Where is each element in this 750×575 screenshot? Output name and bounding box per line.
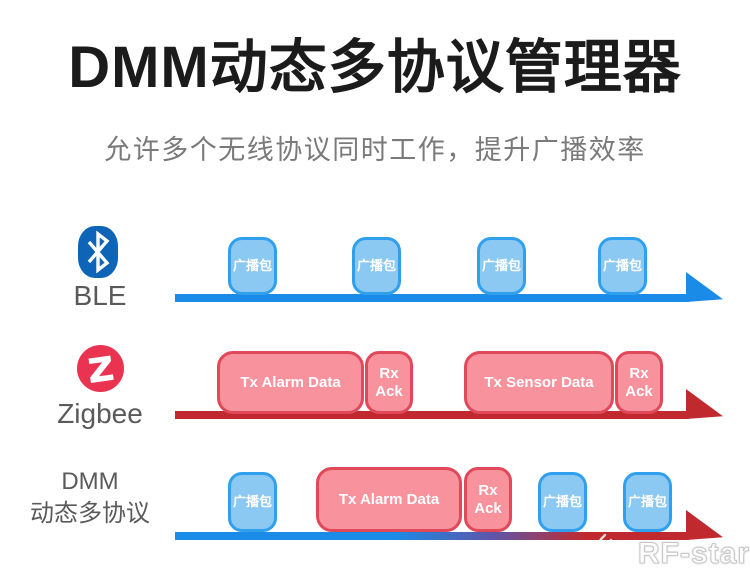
ble-packet: 广播包 — [228, 237, 277, 295]
zigbee-packet: Rx Ack — [365, 351, 413, 414]
ble-timeline-arrow-icon — [686, 272, 723, 302]
dmm-packet: 广播包 — [228, 472, 277, 532]
zigbee-timeline-bar — [175, 411, 689, 419]
dmm-row-label: DMM 动态多协议 — [10, 466, 170, 531]
ble-timeline-bar — [175, 294, 689, 302]
page-title: DMM动态多协议管理器 — [68, 35, 682, 100]
zigbee-timeline-arrow-icon — [686, 389, 723, 419]
dmm-packet: Rx Ack — [464, 467, 512, 532]
subtitle: 允许多个无线协议同时工作，提升广播效率 — [104, 135, 646, 165]
ble-packet: 广播包 — [598, 237, 647, 295]
dmm-packet: 广播包 — [538, 472, 587, 532]
zigbee-packet: Rx Ack — [615, 351, 663, 414]
dmm-packet: Tx Alarm Data — [316, 467, 462, 532]
rf-star-watermark: RF-star — [590, 529, 750, 571]
ble-packet: 广播包 — [352, 237, 401, 295]
wing-icon — [593, 533, 625, 571]
ble-packet: 广播包 — [477, 237, 526, 295]
zigbee-icon — [77, 345, 124, 392]
zigbee-packet: Tx Sensor Data — [464, 351, 614, 414]
dmm-row-label-line2: 动态多协议 — [30, 500, 150, 528]
watermark-text: RF-star — [638, 537, 750, 571]
zigbee-row-label: Zigbee — [57, 398, 143, 429]
dmm-packet: 广播包 — [623, 472, 672, 532]
bluetooth-icon — [78, 226, 118, 278]
dmm-row-label-line1: DMM — [61, 468, 119, 495]
dmm-timeline-bar — [175, 532, 689, 540]
ble-row-label: BLE — [73, 280, 127, 311]
zigbee-packet: Tx Alarm Data — [217, 351, 364, 414]
